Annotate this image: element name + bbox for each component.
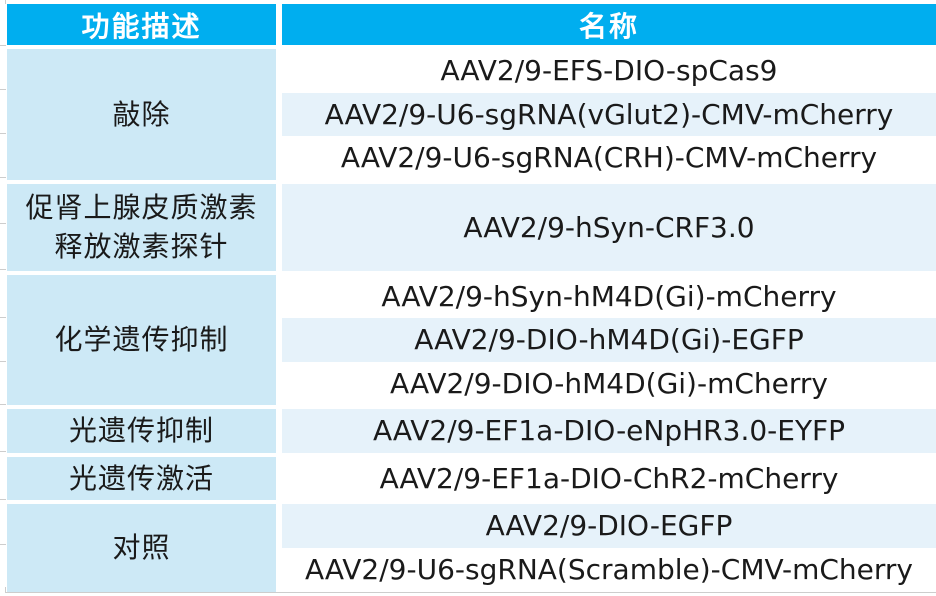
table-row: AAV2/9-DIO-hM4D(Gi)-mCherry <box>282 361 936 405</box>
group-crf-probe: 促肾上腺皮质激素 释放激素探针 AAV2/9-hSyn-CRF3.0 <box>7 183 936 271</box>
table-row: AAV2/9-DIO-hM4D(Gi)-EGFP <box>282 318 936 362</box>
group-rows: AAV2/9-EFS-DIO-spCas9 AAV2/9-U6-sgRNA(vG… <box>282 49 936 180</box>
row-label: 对照 <box>7 504 276 592</box>
row-label: 光遗传激活 <box>7 456 276 500</box>
column-divider <box>276 456 282 500</box>
table-row: AAV2/9-EFS-DIO-spCas9 <box>282 49 936 93</box>
table-row: AAV2/9-EF1a-DIO-eNpHR3.0-EYFP <box>282 409 936 453</box>
gridline-segment <box>5 0 6 4</box>
column-divider <box>276 409 282 453</box>
group-rows: AAV2/9-EF1a-DIO-eNpHR3.0-EYFP <box>282 409 936 453</box>
group-rows: AAV2/9-hSyn-hM4D(Gi)-mCherry AAV2/9-DIO-… <box>282 274 936 405</box>
header-cell-name: 名称 <box>282 4 936 45</box>
column-divider <box>276 183 282 271</box>
column-divider <box>276 4 282 45</box>
table-row: AAV2/9-U6-sgRNA(vGlut2)-CMV-mCherry <box>282 92 936 136</box>
group-knockout: 敲除 AAV2/9-EFS-DIO-spCas9 AAV2/9-U6-sgRNA… <box>7 49 936 180</box>
table-row: AAV2/9-U6-sgRNA(Scramble)-CMV-mCherry <box>282 547 936 592</box>
group-chemogenetic-inhibition: 化学遗传抑制 AAV2/9-hSyn-hM4D(Gi)-mCherry AAV2… <box>7 274 936 405</box>
group-control: 对照 AAV2/9-DIO-EGFP AAV2/9-U6-sgRNA(Scram… <box>7 504 936 592</box>
gridline-tick <box>0 269 6 270</box>
gridline-tick <box>0 361 6 362</box>
row-label: 敲除 <box>7 49 276 180</box>
table-row: AAV2/9-hSyn-hM4D(Gi)-mCherry <box>282 274 936 318</box>
column-divider <box>276 504 282 592</box>
table-row: AAV2/9-U6-sgRNA(CRH)-CMV-mCherry <box>282 136 936 180</box>
gridline-tick <box>0 404 6 405</box>
gridline-bottom <box>5 592 936 593</box>
gridline-tick <box>0 499 6 500</box>
group-rows: AAV2/9-EF1a-DIO-ChR2-mCherry <box>282 456 936 500</box>
table-row: AAV2/9-EF1a-DIO-ChR2-mCherry <box>282 456 936 500</box>
column-divider <box>276 274 282 405</box>
group-rows: AAV2/9-DIO-EGFP AAV2/9-U6-sgRNA(Scramble… <box>282 504 936 592</box>
table-header-row: 功能描述 名称 <box>7 4 936 45</box>
gridline-tick <box>0 317 6 318</box>
header-cell-function-description: 功能描述 <box>7 4 276 45</box>
gridline-tick <box>0 451 6 452</box>
gridline-tick <box>0 45 6 46</box>
virus-table: 功能描述 名称 敲除 AAV2/9-EFS-DIO-spCas9 AAV2/9-… <box>7 4 936 592</box>
gridline-tick <box>0 223 6 224</box>
gridline-tick <box>0 177 6 178</box>
group-rows: AAV2/9-hSyn-CRF3.0 <box>282 183 936 271</box>
gridline-segment <box>5 587 6 592</box>
table-row: AAV2/9-DIO-EGFP <box>282 504 936 548</box>
gridline-tick <box>0 89 6 90</box>
group-optogenetic-activation: 光遗传激活 AAV2/9-EF1a-DIO-ChR2-mCherry <box>7 456 936 500</box>
gridline-tick <box>0 544 6 545</box>
row-label: 化学遗传抑制 <box>7 274 276 405</box>
gridline-tick <box>0 133 6 134</box>
row-label: 促肾上腺皮质激素 释放激素探针 <box>7 183 276 271</box>
column-divider <box>276 49 282 180</box>
group-optogenetic-inhibition: 光遗传抑制 AAV2/9-EF1a-DIO-eNpHR3.0-EYFP <box>7 409 936 453</box>
row-label: 光遗传抑制 <box>7 409 276 453</box>
table-row: AAV2/9-hSyn-CRF3.0 <box>282 183 936 271</box>
